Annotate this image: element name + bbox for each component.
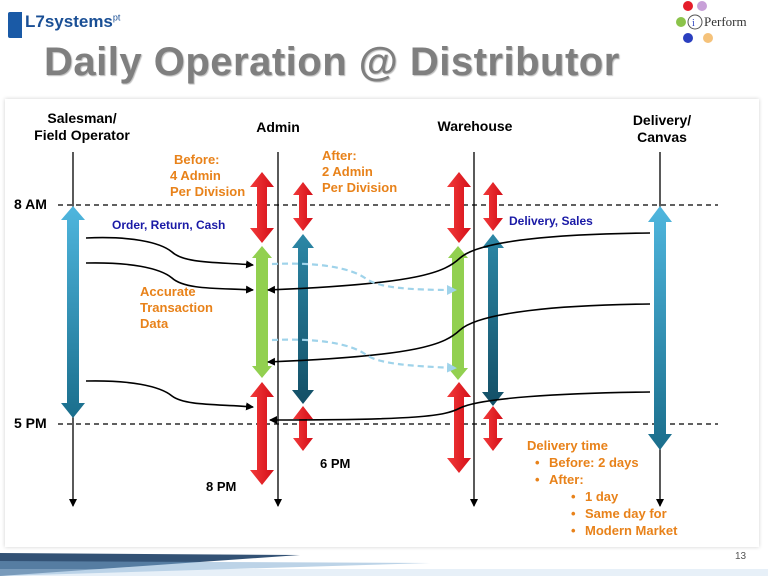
logo-bar — [8, 12, 22, 38]
flow-delivery-to-admin-2 — [267, 303, 651, 366]
warehouse-header: Warehouse — [437, 118, 513, 134]
flow-delivery-to-admin-3 — [269, 391, 651, 424]
flow-salesman-to-admin-2 — [85, 262, 254, 294]
flow-admin-to-warehouse-1 — [271, 262, 457, 295]
delivery-after-subitem: 1 day — [571, 488, 677, 505]
delivery-after-item: After: 1 day Same day for Modern Market — [535, 471, 678, 539]
after-admin-note: After: 2 Admin Per Division — [322, 148, 398, 195]
flow-admin-to-warehouse-2 — [271, 338, 457, 373]
warehouse-after-post-arrow — [483, 406, 503, 451]
delivery-after-subitem: Same day for — [571, 505, 677, 522]
bottom-decor-band — [0, 553, 768, 576]
admin-before-pre-arrow — [250, 172, 274, 243]
end-time-label: 5 PM — [14, 415, 47, 431]
warehouse-after-pre-arrow — [483, 182, 503, 231]
l7systems-logo: L7systemspt — [8, 6, 143, 40]
admin-after-pre-arrow — [293, 182, 313, 231]
admin-after-end-label: 6 PM — [320, 456, 351, 471]
salesman-shift-arrow — [61, 206, 85, 418]
page-number: 13 — [735, 551, 747, 562]
logo-text: L7systemspt — [25, 12, 121, 31]
delivery-time-note: Delivery time Before: 2 days After: 1 da… — [527, 437, 677, 539]
delivery-header: Delivery/ Canvas — [632, 112, 692, 145]
svg-text:i: i — [692, 18, 695, 29]
iperform-logo-text: Perform — [704, 14, 747, 29]
delivery-flow-label: Delivery, Sales — [509, 214, 593, 228]
admin-after-shift-arrow — [292, 234, 314, 404]
admin-after-post-arrow — [293, 406, 313, 451]
accurate-data-note: Accurate Transaction Data — [140, 284, 213, 331]
page-title: Daily Operation @ Distributor — [44, 40, 620, 84]
flow-salesman-to-admin-3 — [85, 380, 254, 411]
admin-before-end-label: 8 PM — [206, 479, 237, 494]
salesman-header: Salesman/ Field Operator — [34, 110, 130, 143]
admin-header: Admin — [256, 119, 300, 135]
flow-salesman-to-admin-1 — [85, 236, 254, 269]
start-time-label: 8 AM — [14, 196, 47, 212]
warehouse-before-post-arrow — [447, 382, 471, 473]
before-admin-note: Before: 4 Admin Per Division — [170, 152, 246, 199]
warehouse-before-pre-arrow — [447, 172, 471, 243]
iperform-logo: i Perform — [675, 0, 768, 56]
warehouse-green-bar — [448, 246, 468, 380]
delivery-time-heading: Delivery time — [527, 438, 608, 453]
orders-flow-label: Order, Return, Cash — [112, 218, 226, 232]
warehouse-after-shift-arrow — [482, 234, 504, 406]
delivery-before-item: Before: 2 days — [535, 454, 677, 471]
flow-delivery-to-admin-1 — [267, 232, 651, 294]
admin-before-post-arrow — [250, 382, 274, 485]
delivery-after-subitem-cont: Modern Market — [571, 522, 678, 539]
admin-green-bar — [252, 246, 272, 378]
delivery-shift-arrow — [648, 206, 672, 450]
